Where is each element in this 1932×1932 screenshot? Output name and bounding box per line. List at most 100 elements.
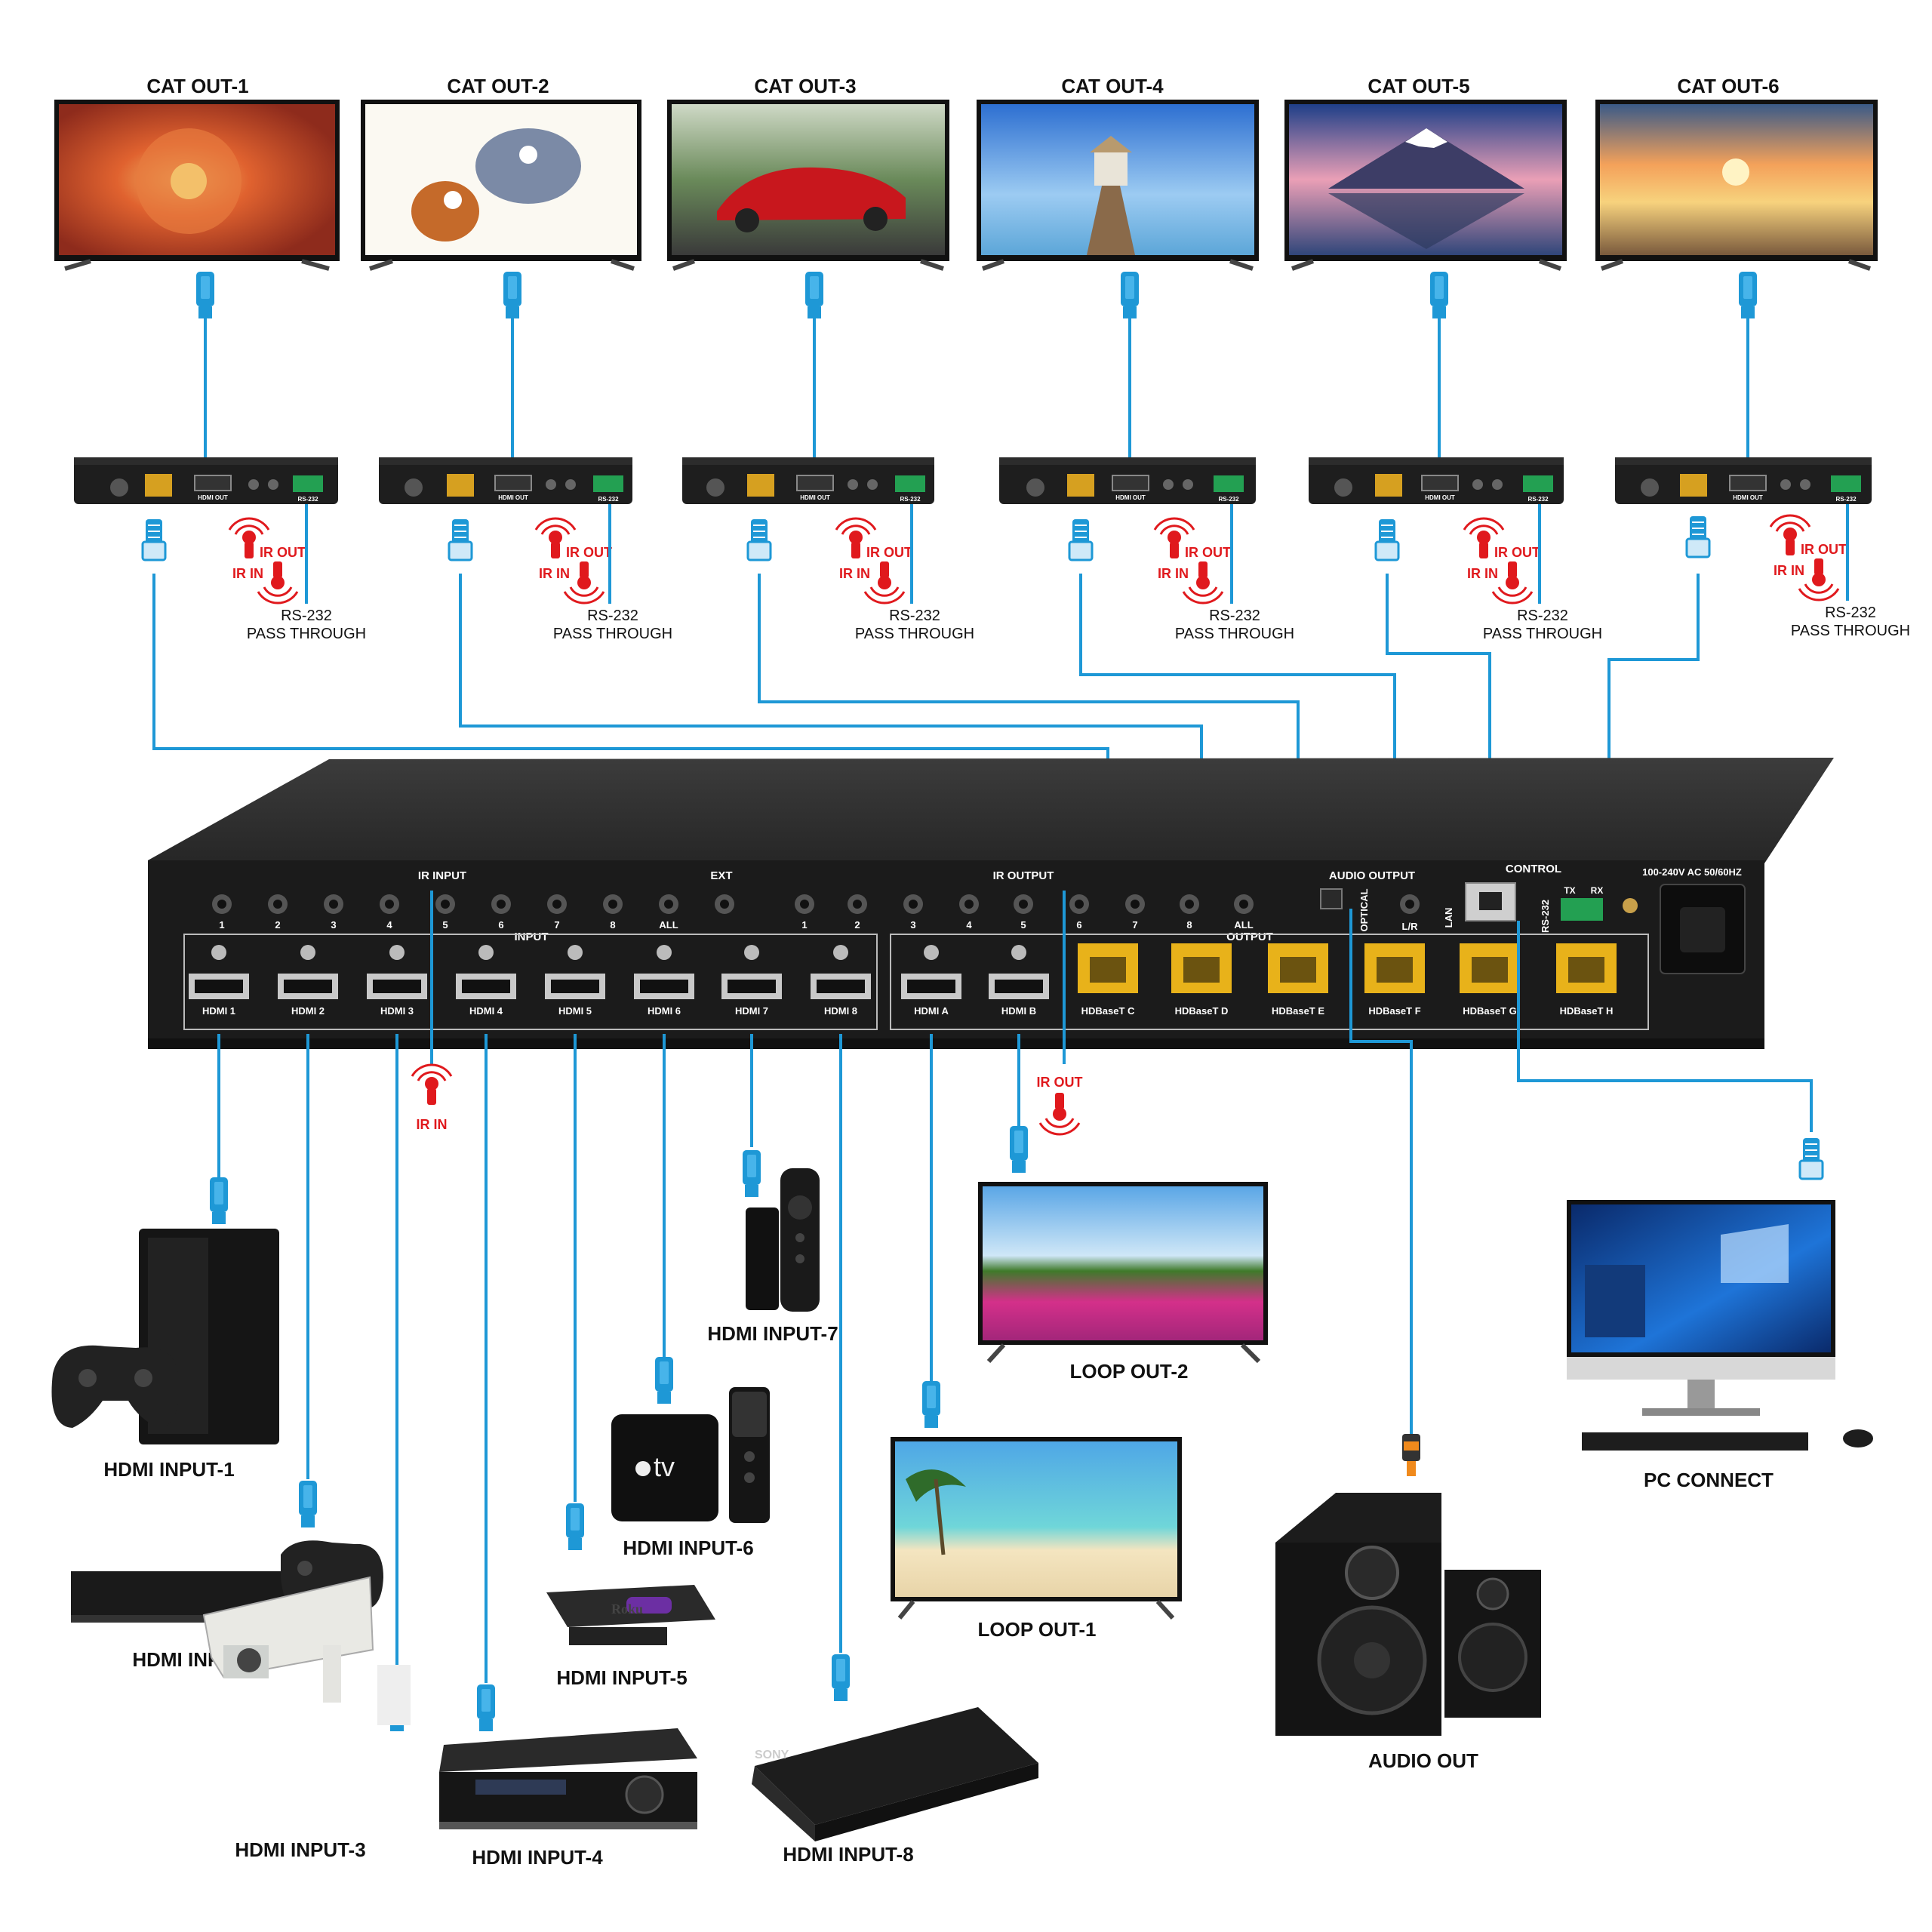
source-label: HDMI INPUT-3: [235, 1838, 365, 1861]
source-label: HDMI INPUT-8: [783, 1843, 913, 1866]
tv-flowerfield-icon: [978, 1182, 1268, 1364]
tv-pier-icon: [977, 100, 1259, 271]
ext-title: EXT: [710, 869, 732, 882]
security-camera-icon: [202, 1576, 411, 1725]
svg-text:RS-232: RS-232: [587, 608, 638, 624]
svg-text:5: 5: [442, 919, 448, 931]
svg-text:HDMI 4: HDMI 4: [469, 1005, 503, 1017]
ir-output-title: IR OUTPUT: [993, 869, 1054, 882]
ir-in-label: IR IN: [416, 1117, 447, 1132]
receiver-hdmi-label: HDMI OUT: [1425, 494, 1455, 501]
source-hdmi-input-6: tv HDMI INPUT-6: [611, 1387, 770, 1559]
audio-output-title: AUDIO OUTPUT: [1329, 869, 1415, 882]
speakers-icon: [1275, 1493, 1541, 1736]
svg-text:5: 5: [1020, 919, 1026, 931]
svg-text:L/R: L/R: [1402, 921, 1419, 932]
tv-car-icon: [667, 100, 949, 271]
svg-text:RS-232: RS-232: [1517, 608, 1568, 624]
svg-text:IR OUT: IR OUT: [866, 545, 912, 560]
game-console-icon: [51, 1229, 279, 1444]
svg-text:4: 4: [966, 919, 972, 931]
receiver-rs232-port-label: RS-232: [1527, 496, 1549, 503]
svg-text:8: 8: [1186, 919, 1192, 931]
receiver-hdmi-label: HDMI OUT: [800, 494, 830, 501]
tv-flower-icon: [54, 100, 340, 271]
receiver-rs232-port-label: RS-232: [297, 496, 318, 503]
svg-text:IR OUT: IR OUT: [566, 545, 612, 560]
loop-out-1: LOOP OUT-1: [891, 1437, 1182, 1641]
hdmi-matrix-switcher: IR INPUT EXT IR OUTPUT AUDIO OUTPUT CONT…: [148, 758, 1834, 1049]
svg-text:PASS THROUGH: PASS THROUGH: [1175, 626, 1294, 642]
ir-out-label: IR OUT: [1037, 1075, 1083, 1090]
svg-text:HDMI 8: HDMI 8: [824, 1005, 857, 1017]
ir-input-jacks: 1 2 3 4 5 6 7 8 ALL: [212, 894, 734, 931]
source-hdmi-input-7: HDMI INPUT-7: [707, 1168, 838, 1345]
roku-player-icon: Roku: [546, 1585, 715, 1645]
svg-text:IR IN: IR IN: [839, 566, 870, 581]
control-rs232-port: [1561, 898, 1603, 921]
receiver-hdmi-label: HDMI OUT: [1733, 494, 1763, 501]
display-cat-out-6: CAT OUT-6: [1595, 75, 1878, 271]
hdmi-output-ports: HDMI A HDMI B: [901, 945, 1049, 1017]
svg-text:HDBaseT F: HDBaseT F: [1368, 1005, 1420, 1017]
svg-text:RS-232: RS-232: [281, 608, 332, 624]
svg-text:IR OUT: IR OUT: [260, 545, 306, 560]
svg-text:HDMI 5: HDMI 5: [558, 1005, 592, 1017]
tv-sunset-icon: [1595, 100, 1878, 271]
svg-text:HDMI 3: HDMI 3: [380, 1005, 414, 1017]
power-label: 100-240V AC 50/60HZ: [1642, 866, 1742, 878]
svg-text:TX: TX: [1564, 885, 1575, 896]
svg-text:IR IN: IR IN: [1158, 566, 1189, 581]
source-label: HDMI INPUT-4: [472, 1846, 603, 1869]
receiver-1: HDMI OUT RS-232: [74, 457, 338, 504]
pc-connect-label: PC CONNECT: [1644, 1469, 1774, 1491]
tv-beach-icon: [891, 1437, 1182, 1620]
display-cat-out-3: CAT OUT-3: [667, 75, 949, 271]
av-receiver-icon: [439, 1728, 697, 1829]
display-cat-out-5: CAT OUT-5: [1284, 75, 1567, 271]
display-label: CAT OUT-5: [1367, 75, 1469, 97]
dvd-player-icon: SONY: [752, 1707, 1038, 1841]
svg-text:RS-232: RS-232: [1825, 605, 1876, 621]
pc-connect: PC CONNECT: [1567, 1200, 1873, 1491]
svg-text:HDMI 1: HDMI 1: [202, 1005, 235, 1017]
ir-output-jacks: 1 2 3 4 5 6 7 8 ALL: [795, 894, 1254, 931]
input-title: INPUT: [515, 931, 549, 943]
svg-text:HDBaseT G: HDBaseT G: [1463, 1005, 1517, 1017]
display-label: CAT OUT-4: [1061, 75, 1164, 97]
svg-text:1: 1: [219, 919, 224, 931]
display-label: CAT OUT-2: [447, 75, 549, 97]
hdmi-cables-top: [196, 272, 1757, 468]
control-title: CONTROL: [1506, 863, 1561, 875]
audio-out-label: AUDIO OUT: [1368, 1749, 1478, 1772]
svg-text:RS-232: RS-232: [1209, 608, 1260, 624]
fire-stick-icon: [746, 1168, 820, 1312]
receiver-4: HDMI OUT RS-232: [999, 457, 1256, 504]
output-title: OUTPUT: [1226, 931, 1273, 943]
svg-text:HDMI 2: HDMI 2: [291, 1005, 325, 1017]
receiver-rs232-port-label: RS-232: [598, 496, 619, 503]
svg-text:IR OUT: IR OUT: [1185, 545, 1231, 560]
svg-text:7: 7: [1132, 919, 1137, 931]
matrix-ir-devices: IR IN IR OUT: [411, 1063, 1083, 1136]
svg-text:HDMI B: HDMI B: [1001, 1005, 1036, 1017]
svg-text:RS-232: RS-232: [1540, 900, 1551, 933]
source-label: HDMI INPUT-1: [103, 1458, 234, 1481]
receiver-ir-rs232-labels: IR OUT IR IN RS-232 PASS THROUGH IR OUT …: [228, 504, 1910, 642]
audio-out: AUDIO OUT: [1275, 1493, 1541, 1772]
hdbaset-output-ports: HDBaseT C HDBaseT D HDBaseT E HDBaseT F …: [1078, 943, 1617, 1017]
loop-label: LOOP OUT-2: [1070, 1360, 1189, 1383]
source-hdmi-input-3: HDMI INPUT-3: [202, 1576, 411, 1861]
loop-out-2: LOOP OUT-2: [978, 1182, 1268, 1383]
apple-tv-icon: tv: [611, 1387, 770, 1523]
svg-text:HDMI 6: HDMI 6: [648, 1005, 681, 1017]
receiver-5: HDMI OUT RS-232: [1309, 457, 1564, 504]
svg-text:HDMI A: HDMI A: [914, 1005, 949, 1017]
svg-text:1: 1: [801, 919, 807, 931]
receiver-rs232-port-label: RS-232: [1218, 496, 1239, 503]
bottom-wiring: [210, 891, 1824, 1731]
svg-text:6: 6: [498, 919, 503, 931]
rca-plug-icon: [1402, 1434, 1420, 1476]
keyboard-icon: [1582, 1429, 1873, 1451]
